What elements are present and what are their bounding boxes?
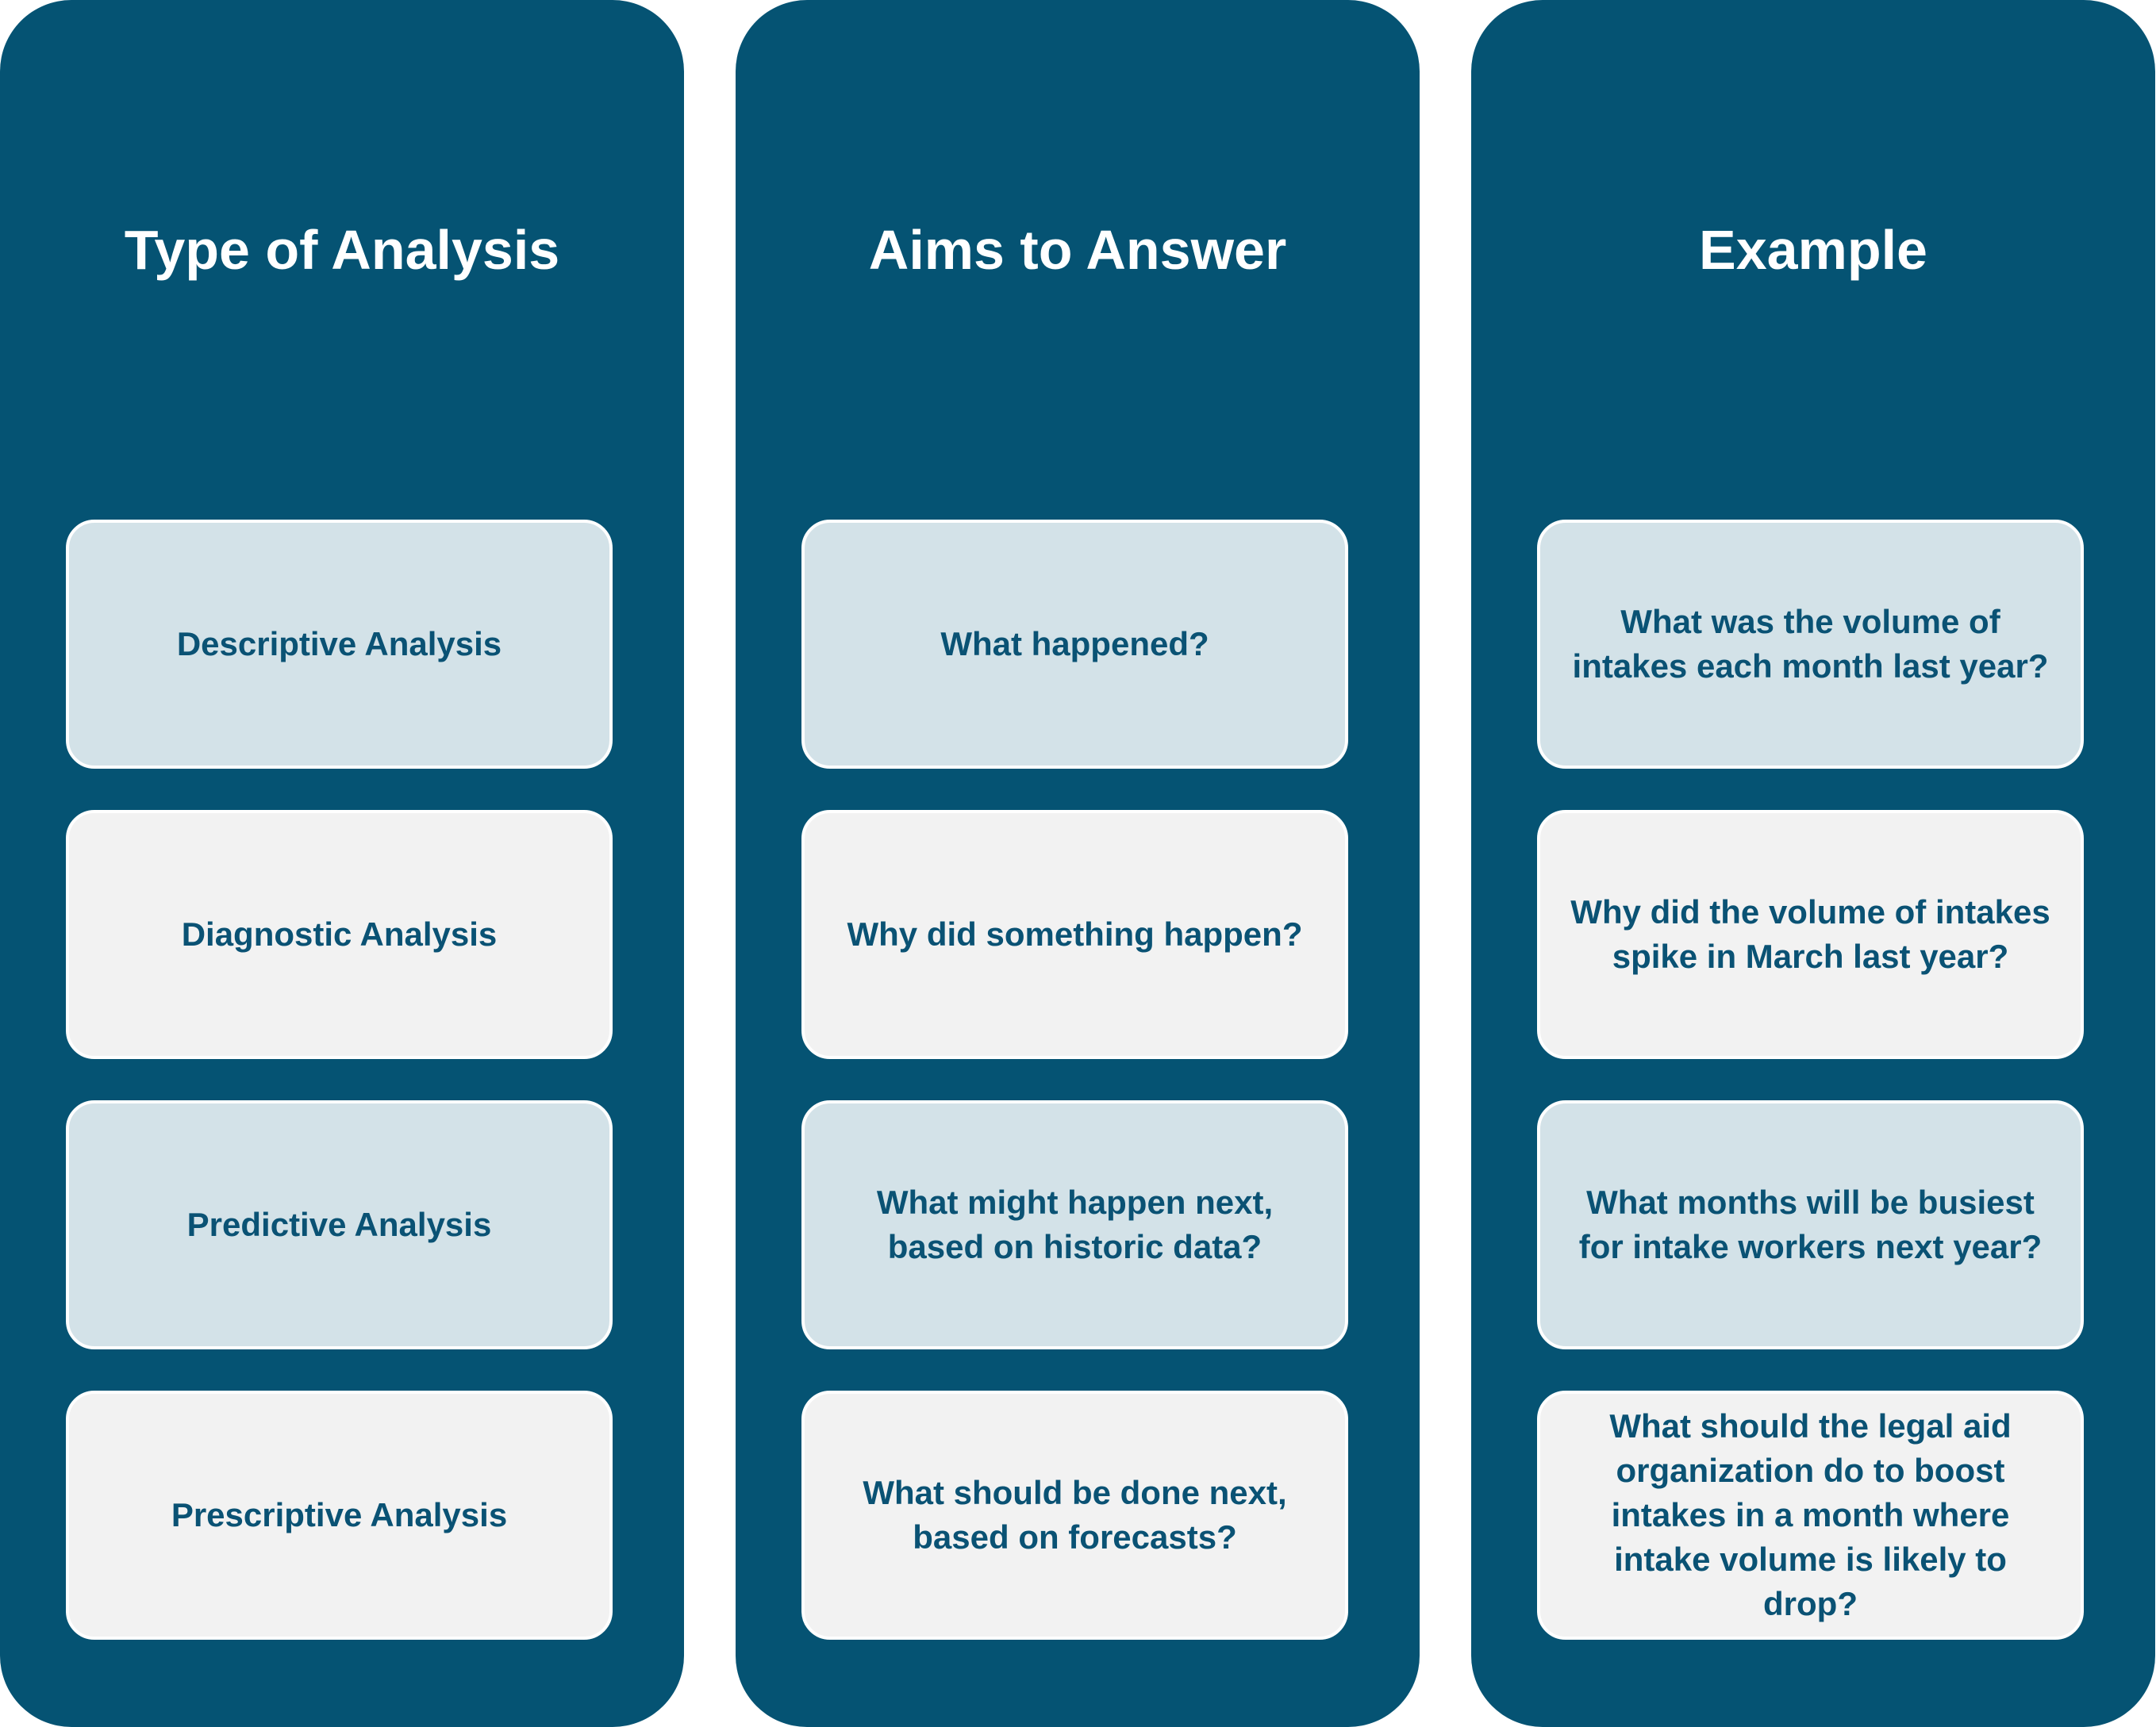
card-diagnostic: Diagnostic Analysis <box>66 810 613 1059</box>
card-predictive: Predictive Analysis <box>66 1100 613 1349</box>
column-type-of-analysis: Type of Analysis Descriptive Analysis Di… <box>0 0 684 1727</box>
column-title: Aims to Answer <box>868 219 1287 281</box>
card-aim-diagnostic: Why did something happen? <box>801 810 1348 1059</box>
card-aim-prescriptive: What should be done next, based on forec… <box>801 1391 1348 1640</box>
column-title: Type of Analysis <box>124 219 560 281</box>
card-example-prescriptive: What should the legal aid organization d… <box>1537 1391 2084 1640</box>
column-example: Example What was the volume of intakes e… <box>1471 0 2155 1727</box>
column-title: Example <box>1699 219 1927 281</box>
card-example-diagnostic: Why did the volume of intakes spike in M… <box>1537 810 2084 1059</box>
card-aim-predictive: What might happen next, based on histori… <box>801 1100 1348 1349</box>
card-example-descriptive: What was the volume of intakes each mont… <box>1537 520 2084 769</box>
card-example-predictive: What months will be busiest for intake w… <box>1537 1100 2084 1349</box>
card-aim-descriptive: What happened? <box>801 520 1348 769</box>
card-descriptive: Descriptive Analysis <box>66 520 613 769</box>
column-aims-to-answer: Aims to Answer What happened? Why did so… <box>736 0 1420 1727</box>
card-prescriptive: Prescriptive Analysis <box>66 1391 613 1640</box>
